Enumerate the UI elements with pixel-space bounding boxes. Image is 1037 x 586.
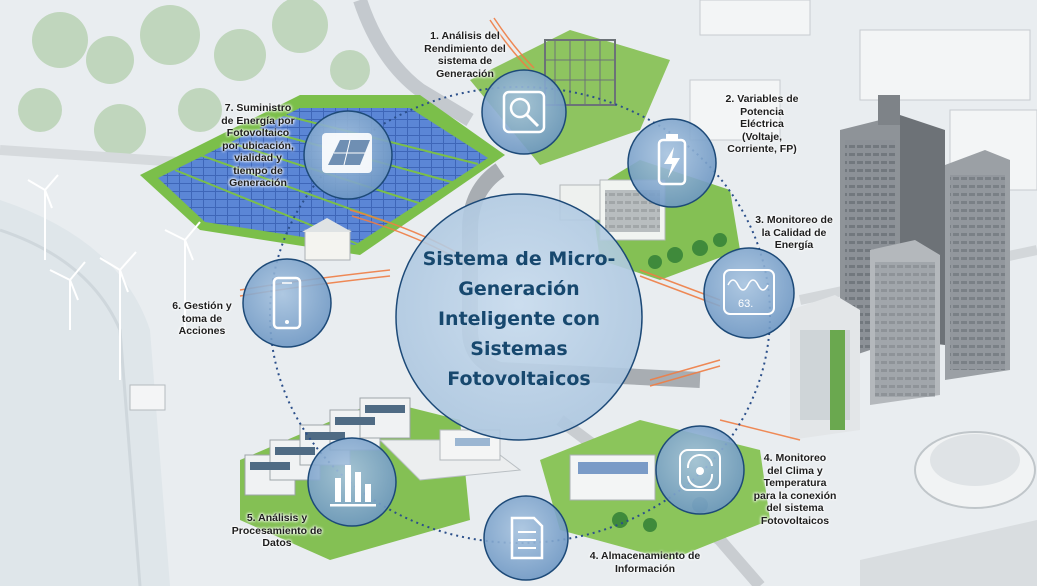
bar-chart-icon xyxy=(330,465,376,507)
node-circle-3 xyxy=(703,247,795,339)
node-label-almacenamiento: 4. Almacenamiento de Información xyxy=(589,550,701,575)
center-title: Sistema de Micro- Generación Inteligente… xyxy=(422,248,616,390)
waveform-gauge-icon: 63. xyxy=(723,269,775,315)
node-circle-4b xyxy=(483,495,569,581)
solar-panel-icon xyxy=(322,133,372,173)
node-label-suministro-energia: 7. Suministro de Energía por Fotovoltaic… xyxy=(221,102,295,189)
node-label-calidad-energia: 3. Monitoreo de la Calidad de Energía xyxy=(755,214,833,251)
node-label-analisis-datos: 5. Análisis y Procesamiento de Datos xyxy=(231,512,323,549)
node-label-analisis-rendimiento: 1. Análisis del Rendimiento del sistema … xyxy=(424,30,506,80)
document-icon xyxy=(510,516,544,560)
node-label-clima-temperatura: 4. Monitoreo del Clima y Temperatura par… xyxy=(753,452,837,527)
battery-charge-icon xyxy=(657,134,687,186)
gauge-readout: 63. xyxy=(738,298,753,310)
center-circle xyxy=(395,193,643,441)
node-circle-6 xyxy=(242,258,332,348)
smartphone-icon xyxy=(272,276,302,330)
node-label-gestion-acciones: 6. Gestión y toma de Acciones xyxy=(172,300,232,337)
weather-cycle-icon xyxy=(679,449,721,491)
node-circle-1 xyxy=(481,69,567,155)
magnifier-icon xyxy=(502,90,546,134)
node-label-variables-potencia: 2. Variables de Potencia Eléctrica (Volt… xyxy=(725,93,799,155)
